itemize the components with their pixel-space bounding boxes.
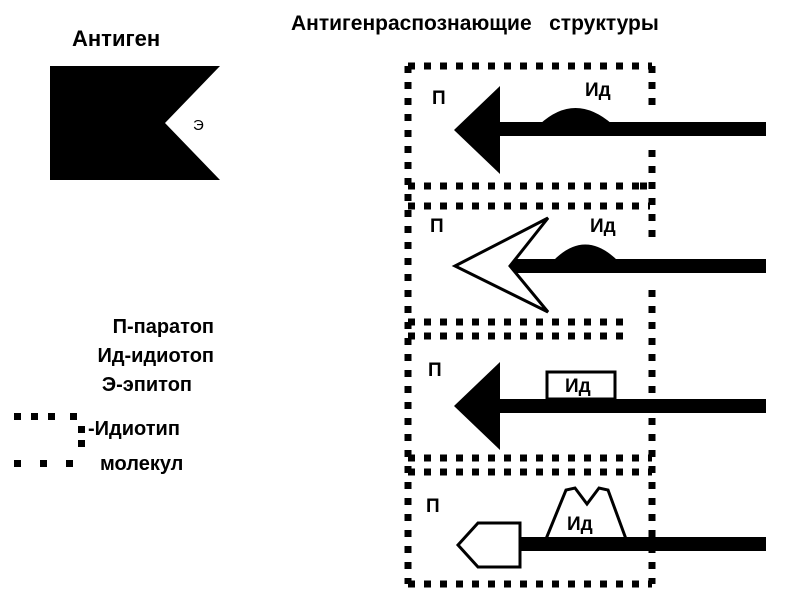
- antibody-stem-4: [520, 537, 766, 551]
- legend-idiotype-line1: -Идиотип: [88, 418, 180, 440]
- legend-epitope: Э-эпитоп: [102, 374, 192, 396]
- antigen-shape: [50, 66, 220, 180]
- paratope-arrow-1: [454, 86, 500, 174]
- paratope-mark-3: П: [428, 360, 442, 381]
- idiotope-box-3: [545, 370, 617, 401]
- structures-title: Антигенраспознающие структуры: [291, 12, 659, 35]
- legend-dotted-symbol: [14, 413, 85, 467]
- panel-3: П Ид: [428, 360, 766, 450]
- paratope-open-arrow-2: [451, 216, 550, 314]
- idiotope-mark-3: Ид: [565, 376, 591, 397]
- legend-idiotype-line2: молекул: [100, 453, 183, 475]
- paratope-mark-4: П: [426, 496, 440, 517]
- panel-4: П Ид: [426, 486, 766, 569]
- legend: П-паратоп Ид-идиотоп Э-эпитоп -Идиотип м…: [14, 316, 214, 475]
- idiotope-double-peak-4: [544, 486, 628, 540]
- idiotope-mark-2: Ид: [590, 216, 616, 237]
- idiotope-bump-1: [540, 108, 612, 124]
- paratope-arrow-3: [454, 362, 500, 450]
- paratope-mark-2: П: [430, 216, 444, 237]
- paratope-mark-1: П: [432, 88, 446, 109]
- idiotype-outline: [404, 62, 656, 588]
- panel-2: П Ид: [430, 216, 766, 314]
- antibody-stem-1: [490, 122, 766, 136]
- idiotope-bump-2: [553, 244, 618, 261]
- idiotope-mark-1: Ид: [585, 80, 611, 101]
- legend-paratope: П-паратоп: [113, 316, 214, 338]
- legend-idiotope: Ид-идиотоп: [97, 345, 214, 367]
- paratope-pentagon-4: [455, 521, 522, 569]
- panel-1: П Ид: [432, 80, 766, 174]
- antibody-stem-3: [490, 399, 766, 413]
- idiotope-mark-4: Ид: [567, 514, 593, 535]
- antibody-stem-2: [505, 259, 766, 273]
- antigen-title: Антиген: [72, 26, 160, 51]
- epitope-mark: Э: [193, 117, 204, 134]
